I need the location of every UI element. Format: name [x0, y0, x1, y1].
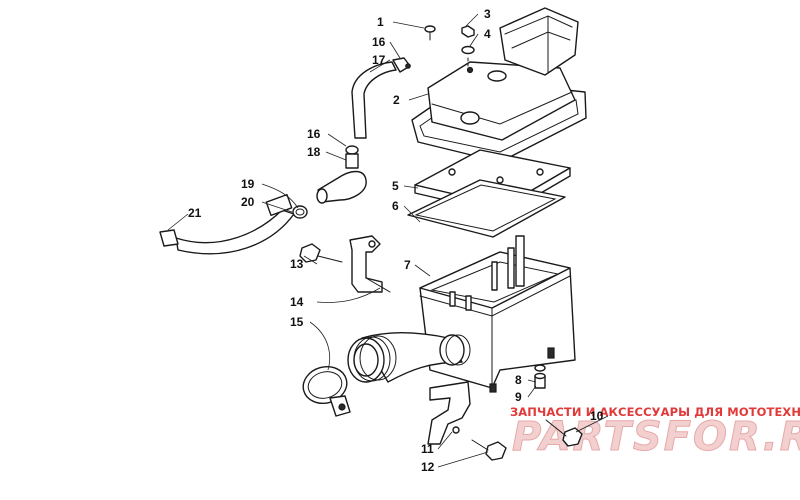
callout-labels: 1 2 3 4 5 6 7 8 9 10 11 12 13 14 15 16 1… [188, 7, 604, 474]
callout-10: 10 [590, 409, 604, 423]
bolts [299, 243, 583, 461]
callout-19: 19 [241, 177, 255, 191]
callout-16-upper: 16 [372, 35, 386, 49]
hose-clamp [302, 366, 351, 417]
bracket-upper [349, 235, 391, 293]
callout-8: 8 [515, 373, 522, 387]
callout-7: 7 [404, 258, 411, 272]
watermark-logo: PARTSFOR.RU [512, 414, 800, 460]
airbox-lid [411, 7, 587, 163]
callout-16-lower: 16 [307, 127, 321, 141]
airbox-base [419, 235, 576, 393]
callout-11: 11 [421, 442, 434, 456]
leader-lines [167, 13, 609, 468]
callout-3: 3 [484, 7, 491, 21]
watermark: PARTSFOR.RU ЗАПЧАСТИ И АКСЕССУАРЫ ДЛЯ МО… [510, 405, 800, 461]
callout-14: 14 [290, 295, 304, 309]
watermark-tagline: ЗАПЧАСТИ И АКСЕССУАРЫ ДЛЯ МОТОТЕХНИКИ [510, 405, 800, 419]
callout-20: 20 [241, 195, 255, 209]
bracket-lower [427, 381, 471, 445]
callout-5: 5 [392, 179, 399, 193]
callout-9: 9 [515, 390, 522, 404]
screw-and-nut [424, 25, 475, 73]
breather-hose [159, 57, 411, 255]
callout-2: 2 [393, 93, 400, 107]
callout-6: 6 [392, 199, 399, 213]
callout-21: 21 [188, 206, 202, 220]
callout-17: 17 [372, 53, 386, 67]
callout-4: 4 [484, 27, 491, 41]
callout-15: 15 [290, 315, 304, 329]
callout-1: 1 [377, 15, 384, 29]
inlet-boot [347, 332, 471, 383]
gasket [407, 179, 566, 238]
callout-18: 18 [307, 145, 321, 159]
callout-12: 12 [421, 460, 435, 474]
callout-13: 13 [290, 257, 304, 271]
